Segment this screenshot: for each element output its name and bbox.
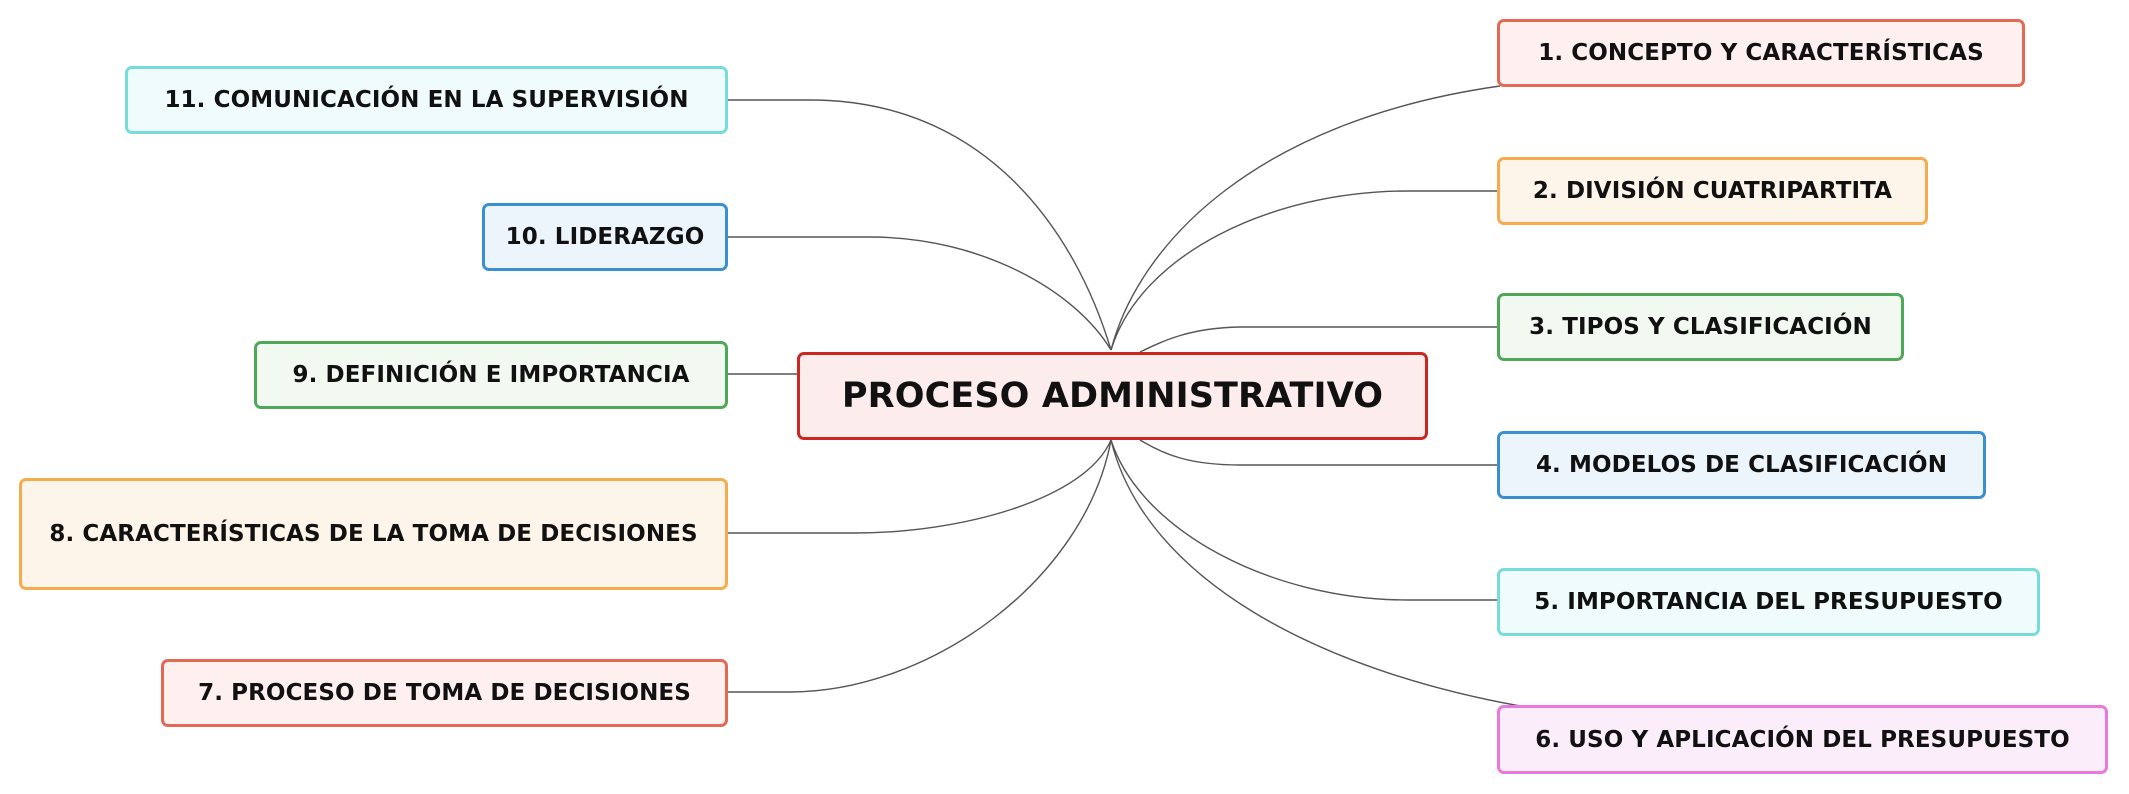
topic-liderazgo[interactable]: 10. LIDERAZGO bbox=[482, 203, 728, 271]
root-topic-label: PROCESO ADMINISTRATIVO bbox=[841, 376, 1384, 416]
connector-t5 bbox=[1110, 439, 1500, 601]
topic-label: 6. USO Y APLICACIÓN DEL PRESUPUESTO bbox=[1535, 726, 2070, 753]
topic-label: 5. IMPORTANCIA DEL PRESUPUESTO bbox=[1534, 589, 2003, 615]
topic-label: 1. CONCEPTO Y CARACTERÍSTICAS bbox=[1538, 40, 1984, 66]
connector-t3 bbox=[1139, 326, 1500, 353]
topic-tipos-clasificacion[interactable]: 3. TIPOS Y CLASIFICACIÓN bbox=[1497, 293, 1904, 361]
connector-t10 bbox=[727, 236, 1112, 351]
topic-label: 7. PROCESO DE TOMA DE DECISIONES bbox=[198, 680, 691, 706]
topic-label: 10. LIDERAZGO bbox=[505, 224, 705, 250]
topic-label: 11. COMUNICACIÓN EN LA SUPERVISIÓN bbox=[164, 87, 689, 113]
connector-t8 bbox=[727, 439, 1112, 534]
topic-label: 2. DIVISIÓN CUATRIPARTITA bbox=[1532, 178, 1893, 204]
topic-concepto-caracteristicas[interactable]: 1. CONCEPTO Y CARACTERÍSTICAS bbox=[1497, 19, 2025, 87]
topic-label: 8. CARACTERÍSTICAS DE LA TOMA DE DECISIO… bbox=[49, 521, 698, 547]
topic-division-cuatripartita[interactable]: 2. DIVISIÓN CUATRIPARTITA bbox=[1497, 157, 1928, 225]
topic-uso-aplicacion-presupuesto[interactable]: 6. USO Y APLICACIÓN DEL PRESUPUESTO bbox=[1497, 705, 2108, 774]
topic-label: 4. MODELOS DE CLASIFICACIÓN bbox=[1535, 452, 1948, 478]
connector-t2 bbox=[1110, 190, 1500, 351]
connector-t7 bbox=[727, 439, 1112, 693]
topic-modelos-clasificacion[interactable]: 4. MODELOS DE CLASIFICACIÓN bbox=[1497, 431, 1986, 499]
topic-definicion-importancia[interactable]: 9. DEFINICIÓN E IMPORTANCIA bbox=[254, 341, 728, 409]
connector-t11 bbox=[727, 99, 1112, 351]
connector-t4 bbox=[1139, 439, 1500, 466]
root-topic[interactable]: PROCESO ADMINISTRATIVO bbox=[797, 352, 1428, 440]
connector-t6 bbox=[1110, 439, 1521, 707]
connector-t1 bbox=[1110, 85, 1501, 351]
topic-importancia-presupuesto[interactable]: 5. IMPORTANCIA DEL PRESUPUESTO bbox=[1497, 568, 2040, 636]
topic-caracteristicas-toma-decisiones[interactable]: 8. CARACTERÍSTICAS DE LA TOMA DE DECISIO… bbox=[19, 478, 728, 590]
topic-label: 3. TIPOS Y CLASIFICACIÓN bbox=[1529, 314, 1872, 340]
topic-comunicacion-supervision[interactable]: 11. COMUNICACIÓN EN LA SUPERVISIÓN bbox=[125, 66, 728, 134]
topic-label: 9. DEFINICIÓN E IMPORTANCIA bbox=[292, 362, 690, 388]
topic-proceso-toma-decisiones[interactable]: 7. PROCESO DE TOMA DE DECISIONES bbox=[161, 659, 728, 727]
